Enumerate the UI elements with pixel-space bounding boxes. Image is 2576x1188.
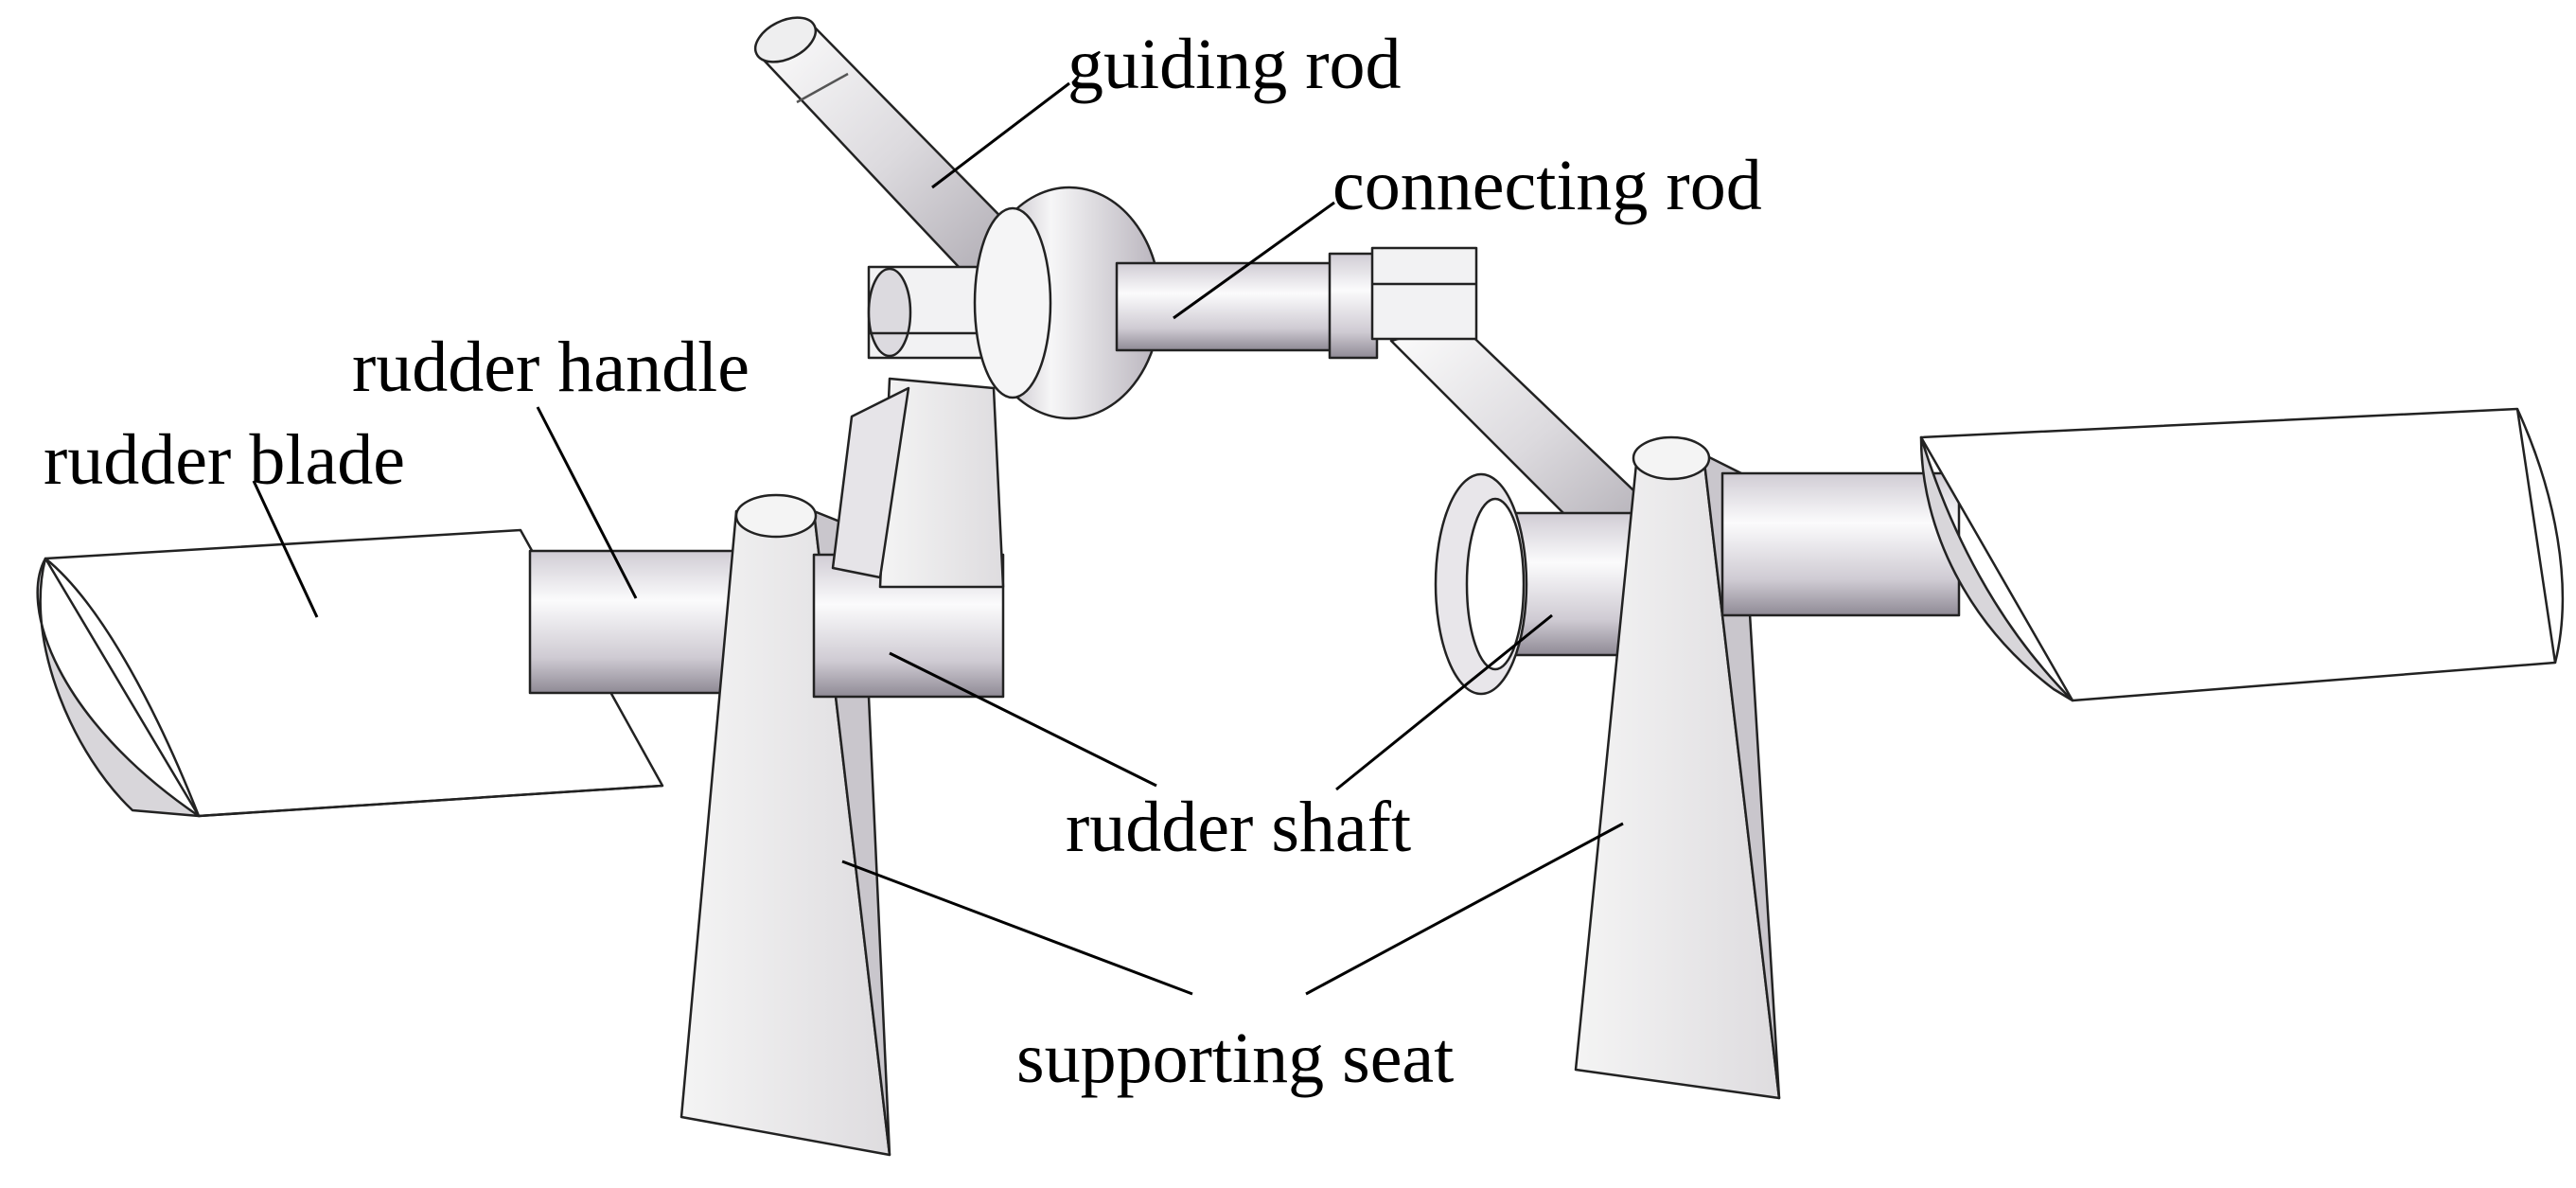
label-rudder-shaft: rudder shaft [1066, 788, 1412, 867]
right-crank-arm [1370, 246, 1677, 560]
leader-guiding-rod [931, 81, 1070, 189]
leader-supporting-seat-left [841, 860, 1193, 996]
label-rudder-handle: rudder handle [352, 328, 750, 407]
left-crank-arm [831, 265, 1005, 589]
connecting-rod [1115, 252, 1379, 360]
central-hub [973, 186, 1162, 420]
leader-rudder-shaft-left [889, 651, 1157, 788]
label-guiding-rod: guiding rod [1067, 25, 1402, 104]
guiding-rod [753, 16, 1033, 286]
leader-lines [252, 81, 1624, 996]
label-connecting-rod: connecting rod [1332, 146, 1762, 225]
left-supporting-seat [679, 493, 891, 1157]
label-rudder-blade: rudder blade [44, 420, 405, 500]
leader-rudder-blade [252, 480, 319, 618]
leader-supporting-seat-right [1305, 822, 1624, 996]
label-supporting-seat: supporting seat [1016, 1019, 1455, 1098]
right-rudder-blade [1919, 407, 2565, 702]
leader-rudder-handle [536, 406, 638, 599]
right-rudder-handle [1720, 471, 1961, 617]
leader-connecting-rod [1173, 201, 1335, 320]
leader-rudder-shaft-right [1335, 613, 1553, 791]
left-rudder-blade [36, 528, 664, 818]
